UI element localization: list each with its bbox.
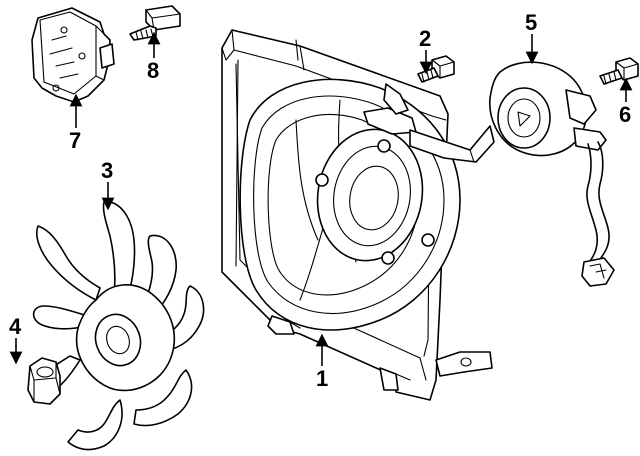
fan-shroud-drawing <box>221 29 495 401</box>
part-number-4: 4 <box>9 314 22 339</box>
part-number-8: 8 <box>147 58 159 83</box>
part-number-7: 7 <box>69 128 81 153</box>
fan-control-module-drawing <box>31 7 115 103</box>
part-number-6: 6 <box>619 102 631 127</box>
part-number-5: 5 <box>525 10 537 35</box>
motor-bolt-drawing <box>599 57 639 85</box>
fan-blade-drawing <box>31 201 205 451</box>
part-number-2: 2 <box>419 26 431 51</box>
shroud-bolt-drawing <box>417 55 455 83</box>
callout-arrows <box>9 31 633 366</box>
module-bolt-drawing <box>129 5 181 41</box>
part-number-3: 3 <box>101 158 113 183</box>
part-number-labels: 1 2 3 4 5 6 7 8 <box>9 10 631 391</box>
fan-motor-drawing <box>489 61 615 287</box>
fan-nut-drawing <box>27 357 61 405</box>
part-number-1: 1 <box>316 366 328 391</box>
